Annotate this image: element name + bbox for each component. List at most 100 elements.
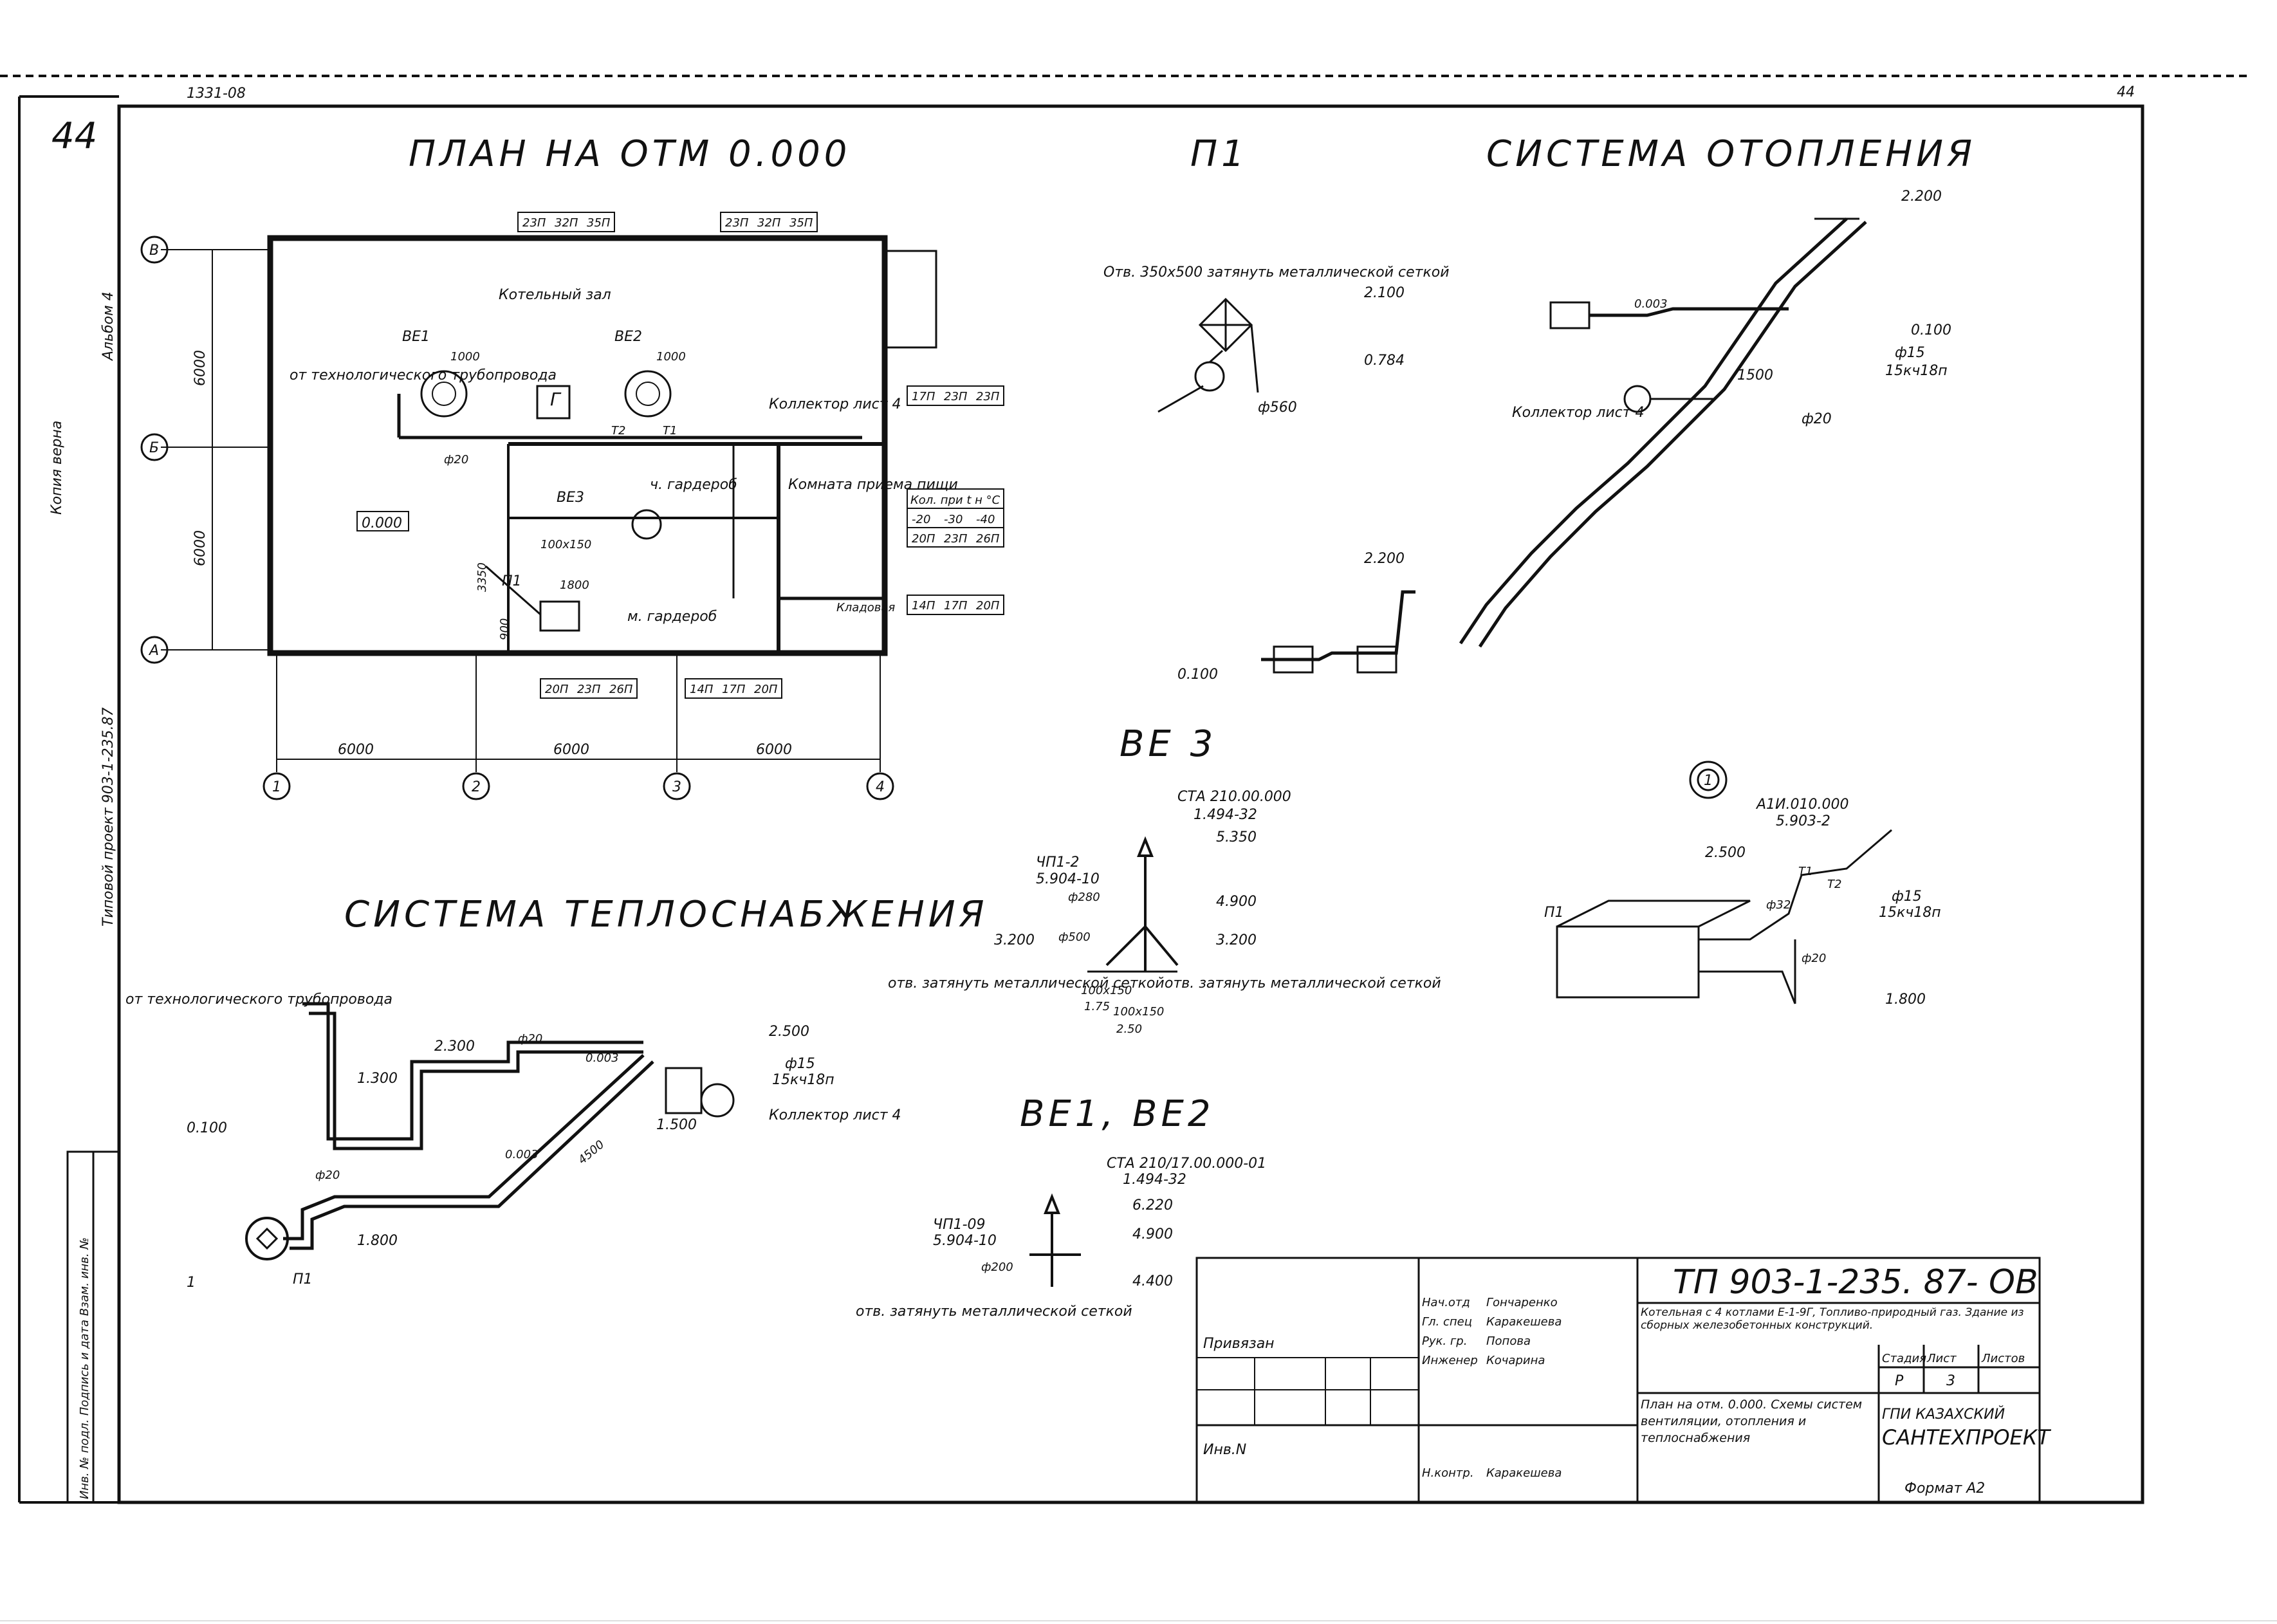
tb-name-2: Каракешева: [1486, 1315, 1562, 1329]
p1-lvl-0784: 0.784: [1364, 353, 1405, 369]
plan-pipe-t2: Т2: [611, 424, 625, 438]
tb-code: ТП 903-1-235. 87- ОВ: [1673, 1263, 2038, 1302]
radiator-boxes: [517, 212, 1004, 699]
rad-bottom1-b: 23П: [577, 683, 601, 696]
hs-num1: 1: [187, 1275, 196, 1291]
heat-slope: 0.003: [1634, 297, 1668, 311]
plan-d1800: 1800: [560, 578, 589, 592]
heat-d20: ф20: [1802, 411, 1832, 427]
hs-collector: Коллектор лист 4: [769, 1107, 901, 1123]
rad-right2-a: 14П: [912, 599, 936, 613]
room-boiler: Котельный зал: [499, 287, 611, 303]
rad-bottom2-b: 17П: [722, 683, 746, 696]
plan-from-pipe-note: от технологического трубопровода: [290, 367, 557, 383]
tb-sheet-title-wrap: План на отм. 0.000. Схемы систем вентиля…: [1641, 1398, 1862, 1445]
rad-bottom2-c: 20П: [754, 683, 778, 696]
plan-vdim-1: 6000: [192, 350, 208, 386]
hs-len: 4500: [576, 1138, 607, 1167]
tb-sheet-h: Лист: [1926, 1352, 1957, 1365]
rad-right1-a: 17П: [912, 390, 936, 403]
p1-title: П1: [1190, 133, 1248, 175]
grid-letter-a: А: [148, 643, 159, 659]
grid-num-3: 3: [672, 779, 681, 795]
plan-dim-3: 6000: [756, 742, 792, 758]
heat-d15: ф15: [1895, 345, 1925, 361]
plan-dim-900: 900: [498, 618, 512, 640]
grid-num-1: 1: [272, 779, 281, 795]
ve12-title: ВЕ1, ВЕ2: [1020, 1093, 1214, 1135]
plan-vdim-2: 6000: [192, 530, 208, 566]
unit1-valve: 15кч18п: [1879, 905, 1941, 921]
ve3-unit: ЧП1-2: [1036, 854, 1080, 871]
heatsupply-title: СИСТЕМА ТЕПЛОСНАБЖЕНИЯ: [344, 894, 988, 936]
unit1-schematic: [1556, 761, 1892, 1004]
ve12-lvl-4900: 4.900: [1132, 1226, 1173, 1242]
unit1-circle-label: 1: [1704, 773, 1713, 789]
plan-dim-2: 6000: [553, 742, 589, 758]
tb-stage-h: Стадия: [1882, 1352, 1926, 1365]
tb-stage: Р: [1895, 1373, 1904, 1389]
p1-lvl-2100: 2.100: [1364, 285, 1405, 301]
ve3-note-right: отв. затянуть металлической сеткой: [1165, 975, 1441, 992]
heat-lvl-1500: 1500: [1737, 367, 1773, 383]
legend-t3: -40: [976, 513, 995, 526]
hs-d20: ф20: [518, 1032, 542, 1046]
heat-lvl-2200: 2.200: [1364, 551, 1405, 567]
ve3-cta: СТА 210.00.000: [1177, 789, 1291, 805]
ve12-d200: ф200: [981, 1260, 1013, 1274]
p1-note: Отв. 350х500 затянуть металлической сетк…: [1103, 264, 1450, 281]
grid-letter-b: Б: [149, 440, 159, 456]
rad-top2-b: 32П: [757, 216, 781, 230]
heat-lvl-2200-top: 2.200: [1901, 189, 1942, 205]
ve3-duct2: 100х150: [1113, 1005, 1164, 1019]
hs-lvl-1300: 1.300: [357, 1071, 398, 1087]
rad-right2-c: 20П: [976, 599, 1000, 613]
room-wardrobe-clean: ч. гардероб: [650, 477, 737, 493]
p1-schematic: [1157, 297, 1259, 413]
rad-right1-c: 23П: [976, 390, 1000, 403]
heatsupply-schematic: [245, 1002, 735, 1260]
tb-sheets-h: Листов: [1981, 1352, 2025, 1365]
side-text-copy: Копия верна: [49, 421, 65, 515]
unit1-ref: А1И.010.000: [1755, 797, 1848, 813]
plan-equip-p1: П1: [502, 573, 522, 589]
ve3-lvl-5350: 5.350: [1216, 829, 1257, 845]
grid-num-2: 2: [472, 779, 481, 795]
tb-name-1: Гончаренко: [1486, 1296, 1558, 1309]
plan-equip-ve1: ВЕ1: [402, 329, 430, 345]
legend-v1: 20П: [912, 532, 936, 546]
plan-label-g: Г: [550, 389, 562, 410]
hs-valve: 15кч18п: [772, 1072, 834, 1088]
tb-left-cells: [1197, 1357, 1419, 1425]
ve3-lvl-175: 1.75: [1084, 1000, 1110, 1013]
rad-bottom1-a: 20П: [545, 683, 569, 696]
rad-top2-a: 23П: [725, 216, 749, 230]
plan-dim-3350: 3350: [475, 562, 489, 592]
ve12-lvl-4400: 4.400: [1132, 1273, 1173, 1289]
tb-project-wrap: Котельная с 4 котлами Е-1-9Г, Топливо-пр…: [1641, 1306, 2024, 1332]
tb-role-1: Нач.отд: [1422, 1296, 1470, 1309]
plan-collector-note: Коллектор лист 4: [769, 396, 901, 412]
plan-building: [161, 235, 937, 772]
hs-slope2: 0.003: [505, 1148, 539, 1161]
room-storage: Кладовая: [836, 601, 895, 614]
unit1-lvl-1800: 1.800: [1885, 992, 1926, 1008]
tb-role-2: Гл. спец: [1422, 1315, 1472, 1329]
hs-lvl-2300: 2.300: [434, 1038, 475, 1055]
hs-lvl-0100: 0.100: [187, 1120, 227, 1136]
ve12-lvl-6220: 6.220: [1132, 1197, 1173, 1213]
rad-bottom1-c: 26П: [609, 683, 633, 696]
plan-pipe-t1: Т1: [663, 424, 677, 438]
page-no-hand: 44: [51, 115, 97, 157]
tb-name-3: Попова: [1486, 1334, 1531, 1348]
hs-d20b: ф20: [315, 1168, 340, 1182]
plan-duct-100x150: 100х150: [540, 538, 591, 551]
unit1-d20: ф20: [1802, 952, 1826, 965]
heat-valve: 15кч18п: [1885, 363, 1948, 379]
hs-slope: 0.003: [585, 1051, 619, 1065]
ve3-lvl-250: 2.50: [1116, 1022, 1142, 1036]
plan-dim-1: 6000: [338, 742, 374, 758]
tb-name-4: Кочарина: [1486, 1354, 1545, 1367]
